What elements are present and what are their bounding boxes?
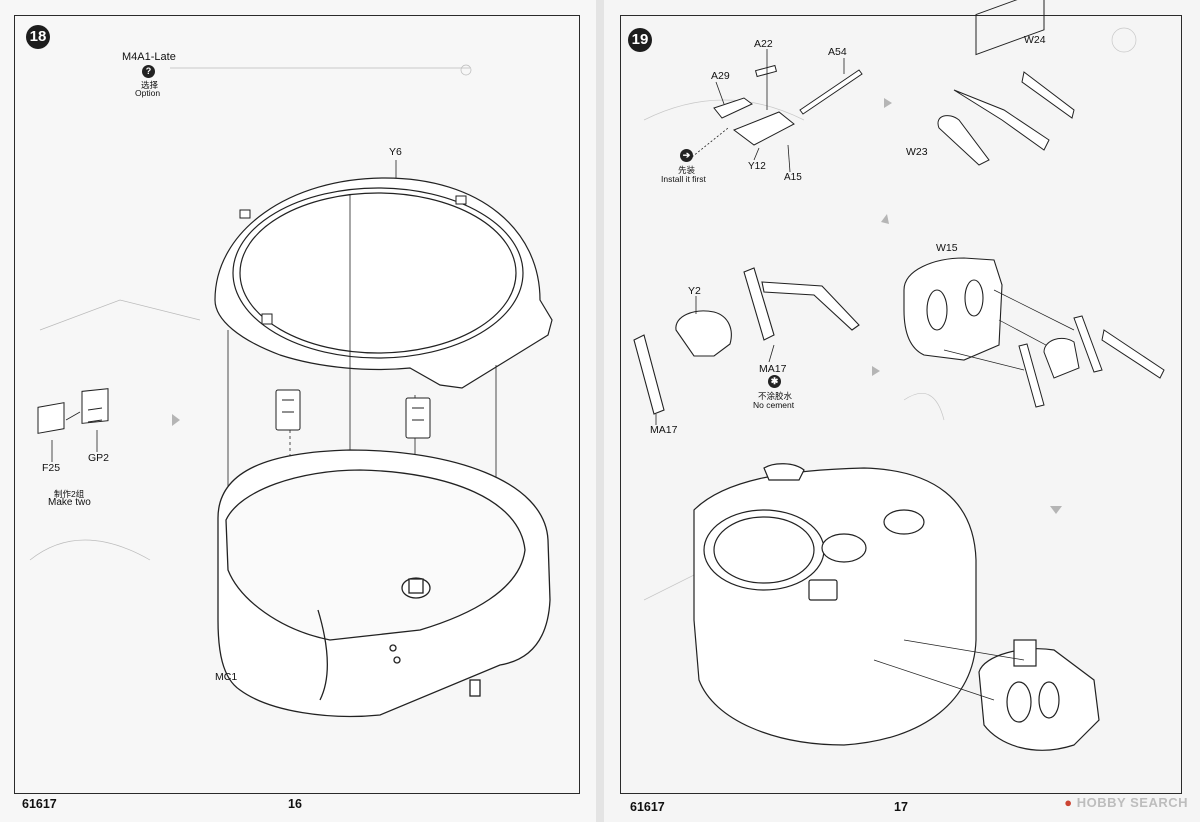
- part-label-ma17-lower: MA17: [650, 424, 678, 436]
- page-number: 17: [894, 800, 908, 814]
- option-label-cn: 选择: [141, 80, 159, 90]
- install-first-en: Install it first: [661, 174, 706, 184]
- option-label-en: Option: [135, 88, 161, 98]
- page-gutter: [596, 0, 604, 822]
- page-number: 16: [288, 797, 302, 811]
- step-number-badge: 19: [628, 28, 652, 52]
- install-first-icon: ➔: [680, 149, 693, 162]
- part-label-w24: W24: [1024, 34, 1046, 46]
- part-label-y2: Y2: [688, 285, 701, 297]
- part-label-y12: Y12: [748, 161, 766, 172]
- part-label-w15: W15: [936, 242, 958, 254]
- kit-number: 61617: [630, 800, 665, 814]
- step-18-illustration: [29, 64, 553, 718]
- question-icon: ?: [142, 65, 155, 78]
- kit-number: 61617: [22, 797, 57, 811]
- option-variant-label: M4A1-Late: [122, 51, 176, 63]
- no-cement-cn: 不涂胶水: [758, 391, 793, 401]
- part-label-gp2: GP2: [88, 452, 110, 464]
- part-label-a54: A54: [828, 46, 847, 58]
- step-19-illustration: [633, 0, 1165, 751]
- cement-free-icon: ✱: [768, 375, 781, 388]
- install-first-cn: 先装: [678, 165, 696, 175]
- make-two-cn: 制作2组: [54, 489, 85, 499]
- instruction-page-left: 18 M4A1-Late ? 选择 Option: [0, 0, 596, 822]
- part-label-w23: W23: [906, 146, 928, 158]
- page-frame: [14, 15, 580, 794]
- instruction-page-right: 19: [604, 0, 1200, 822]
- part-label-y6: Y6: [389, 146, 402, 158]
- part-label-f25: F25: [42, 462, 61, 474]
- make-two-en: Make two: [48, 497, 91, 508]
- page-frame: [620, 15, 1182, 794]
- part-label-a22: A22: [754, 38, 773, 50]
- part-label-ma17-upper: MA17: [759, 363, 787, 375]
- watermark: ● HOBBY SEARCH: [1064, 795, 1188, 810]
- part-label-a29: A29: [711, 70, 730, 82]
- part-label-mc1: MC1: [215, 671, 238, 683]
- step-number-badge: 18: [26, 25, 50, 49]
- no-cement-en: No cement: [753, 400, 795, 410]
- part-label-a15: A15: [784, 172, 802, 183]
